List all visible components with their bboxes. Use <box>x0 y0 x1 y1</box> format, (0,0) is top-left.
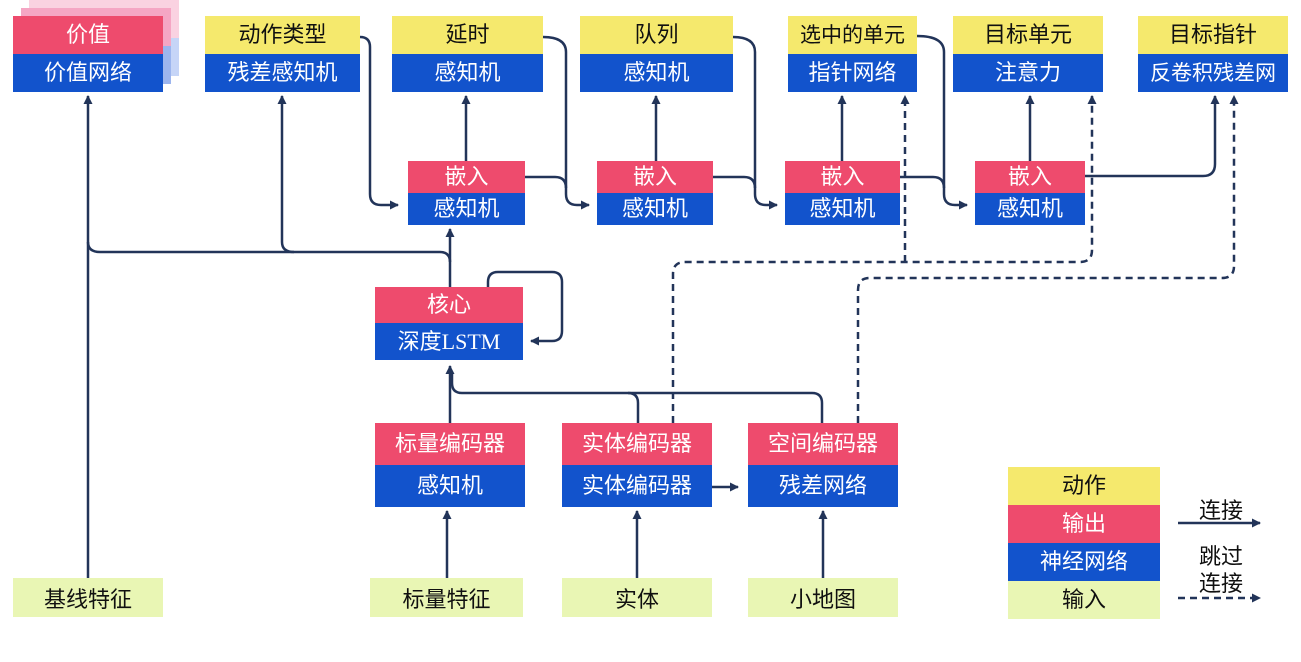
edge-embed2-to-embed3 <box>713 175 757 189</box>
node-delay-head: 延时 <box>392 16 543 54</box>
edge-delay-to-embed2 <box>542 35 590 210</box>
node-core-head: 核心 <box>375 287 523 323</box>
node-scalar-features: 标量特征 <box>370 578 523 617</box>
node-spatial-encoder: 空间编码器 残差网络 <box>748 423 898 507</box>
node-entity-encoder-body: 实体编码器 <box>562 465 712 507</box>
edge-core-branch-left <box>86 241 452 263</box>
edge-core-to-actiontype <box>277 95 295 254</box>
edge-embed3-to-embed4 <box>900 175 946 189</box>
node-selected-units-body: 指针网络 <box>788 54 917 92</box>
node-embed-4: 嵌入 感知机 <box>975 161 1085 225</box>
node-scalar-encoder: 标量编码器 感知机 <box>375 423 525 507</box>
node-entities: 实体 <box>562 578 712 617</box>
node-target-point: 目标指针 反卷积残差网 <box>1138 16 1288 92</box>
node-entity-encoder-head: 实体编码器 <box>562 423 712 465</box>
node-embed-1-head: 嵌入 <box>408 161 525 193</box>
legend-action: 动作 <box>1008 467 1160 505</box>
node-delay-body: 感知机 <box>392 54 543 92</box>
node-action-type: 动作类型 残差感知机 <box>205 16 360 92</box>
node-value-head: 价值 <box>13 16 163 54</box>
node-delay: 延时 感知机 <box>392 16 543 92</box>
node-embed-2-body: 感知机 <box>597 193 713 225</box>
edge-core-self-loop <box>486 270 564 346</box>
skip-entityenc-to-targetunit <box>671 95 1097 423</box>
node-selected-units: 选中的单元 指针网络 <box>788 16 917 92</box>
node-action-type-body: 残差感知机 <box>205 54 360 92</box>
legend-output: 输出 <box>1008 505 1160 543</box>
node-target-point-body: 反卷积残差网 <box>1138 54 1288 92</box>
node-action-type-head: 动作类型 <box>205 16 360 54</box>
legend-network: 神经网络 <box>1008 543 1160 581</box>
node-embed-1: 嵌入 感知机 <box>408 161 525 225</box>
edge-embed1-to-embed2 <box>525 175 568 189</box>
edge-collector-entity <box>627 391 640 423</box>
node-embed-3-body: 感知机 <box>785 193 900 225</box>
node-spatial-encoder-head: 空间编码器 <box>748 423 898 465</box>
node-target-unit-body: 注意力 <box>953 54 1103 92</box>
node-embed-3: 嵌入 感知机 <box>785 161 900 225</box>
node-spatial-encoder-body: 残差网络 <box>748 465 898 507</box>
node-core: 核心 深度LSTM <box>375 287 523 360</box>
legend-input: 输入 <box>1008 581 1160 619</box>
edge-embed4-to-targetpoint <box>1085 95 1220 178</box>
node-queue: 队列 感知机 <box>580 16 733 92</box>
legend-skip-label-line1: 跳过 <box>1198 544 1243 569</box>
node-embed-4-body: 感知机 <box>975 193 1085 225</box>
edge-selected-to-embed4 <box>916 34 968 210</box>
node-minimap: 小地图 <box>748 578 898 617</box>
node-embed-3-head: 嵌入 <box>785 161 900 193</box>
node-selected-units-head: 选中的单元 <box>788 16 917 54</box>
legend: 动作 输出 神经网络 输入 <box>1008 467 1160 619</box>
node-baseline-features: 基线特征 <box>13 578 163 617</box>
legend-skip-label-line2: 连接 <box>1198 571 1243 596</box>
node-embed-1-body: 感知机 <box>408 193 525 225</box>
edge-queue-to-embed3 <box>732 35 778 210</box>
node-core-body: 深度LSTM <box>375 323 523 360</box>
node-target-unit: 目标单元 注意力 <box>953 16 1103 92</box>
node-scalar-encoder-head: 标量编码器 <box>375 423 525 465</box>
edge-collector-spatial <box>450 374 824 423</box>
edge-actiontype-to-embed1 <box>359 35 399 210</box>
node-scalar-encoder-body: 感知机 <box>375 465 525 507</box>
node-embed-2: 嵌入 感知机 <box>597 161 713 225</box>
node-queue-body: 感知机 <box>580 54 733 92</box>
node-embed-4-head: 嵌入 <box>975 161 1085 193</box>
node-value-body: 价值网络 <box>13 54 163 92</box>
node-queue-head: 队列 <box>580 16 733 54</box>
node-embed-2-head: 嵌入 <box>597 161 713 193</box>
node-value: 价值 价值网络 <box>13 16 163 92</box>
node-target-point-head: 目标指针 <box>1138 16 1288 54</box>
node-target-unit-head: 目标单元 <box>953 16 1103 54</box>
legend-connection-label: 连接 <box>1198 498 1243 523</box>
skip-spatialenc-to-targetpoint <box>856 95 1239 423</box>
node-entity-encoder: 实体编码器 实体编码器 <box>562 423 712 507</box>
